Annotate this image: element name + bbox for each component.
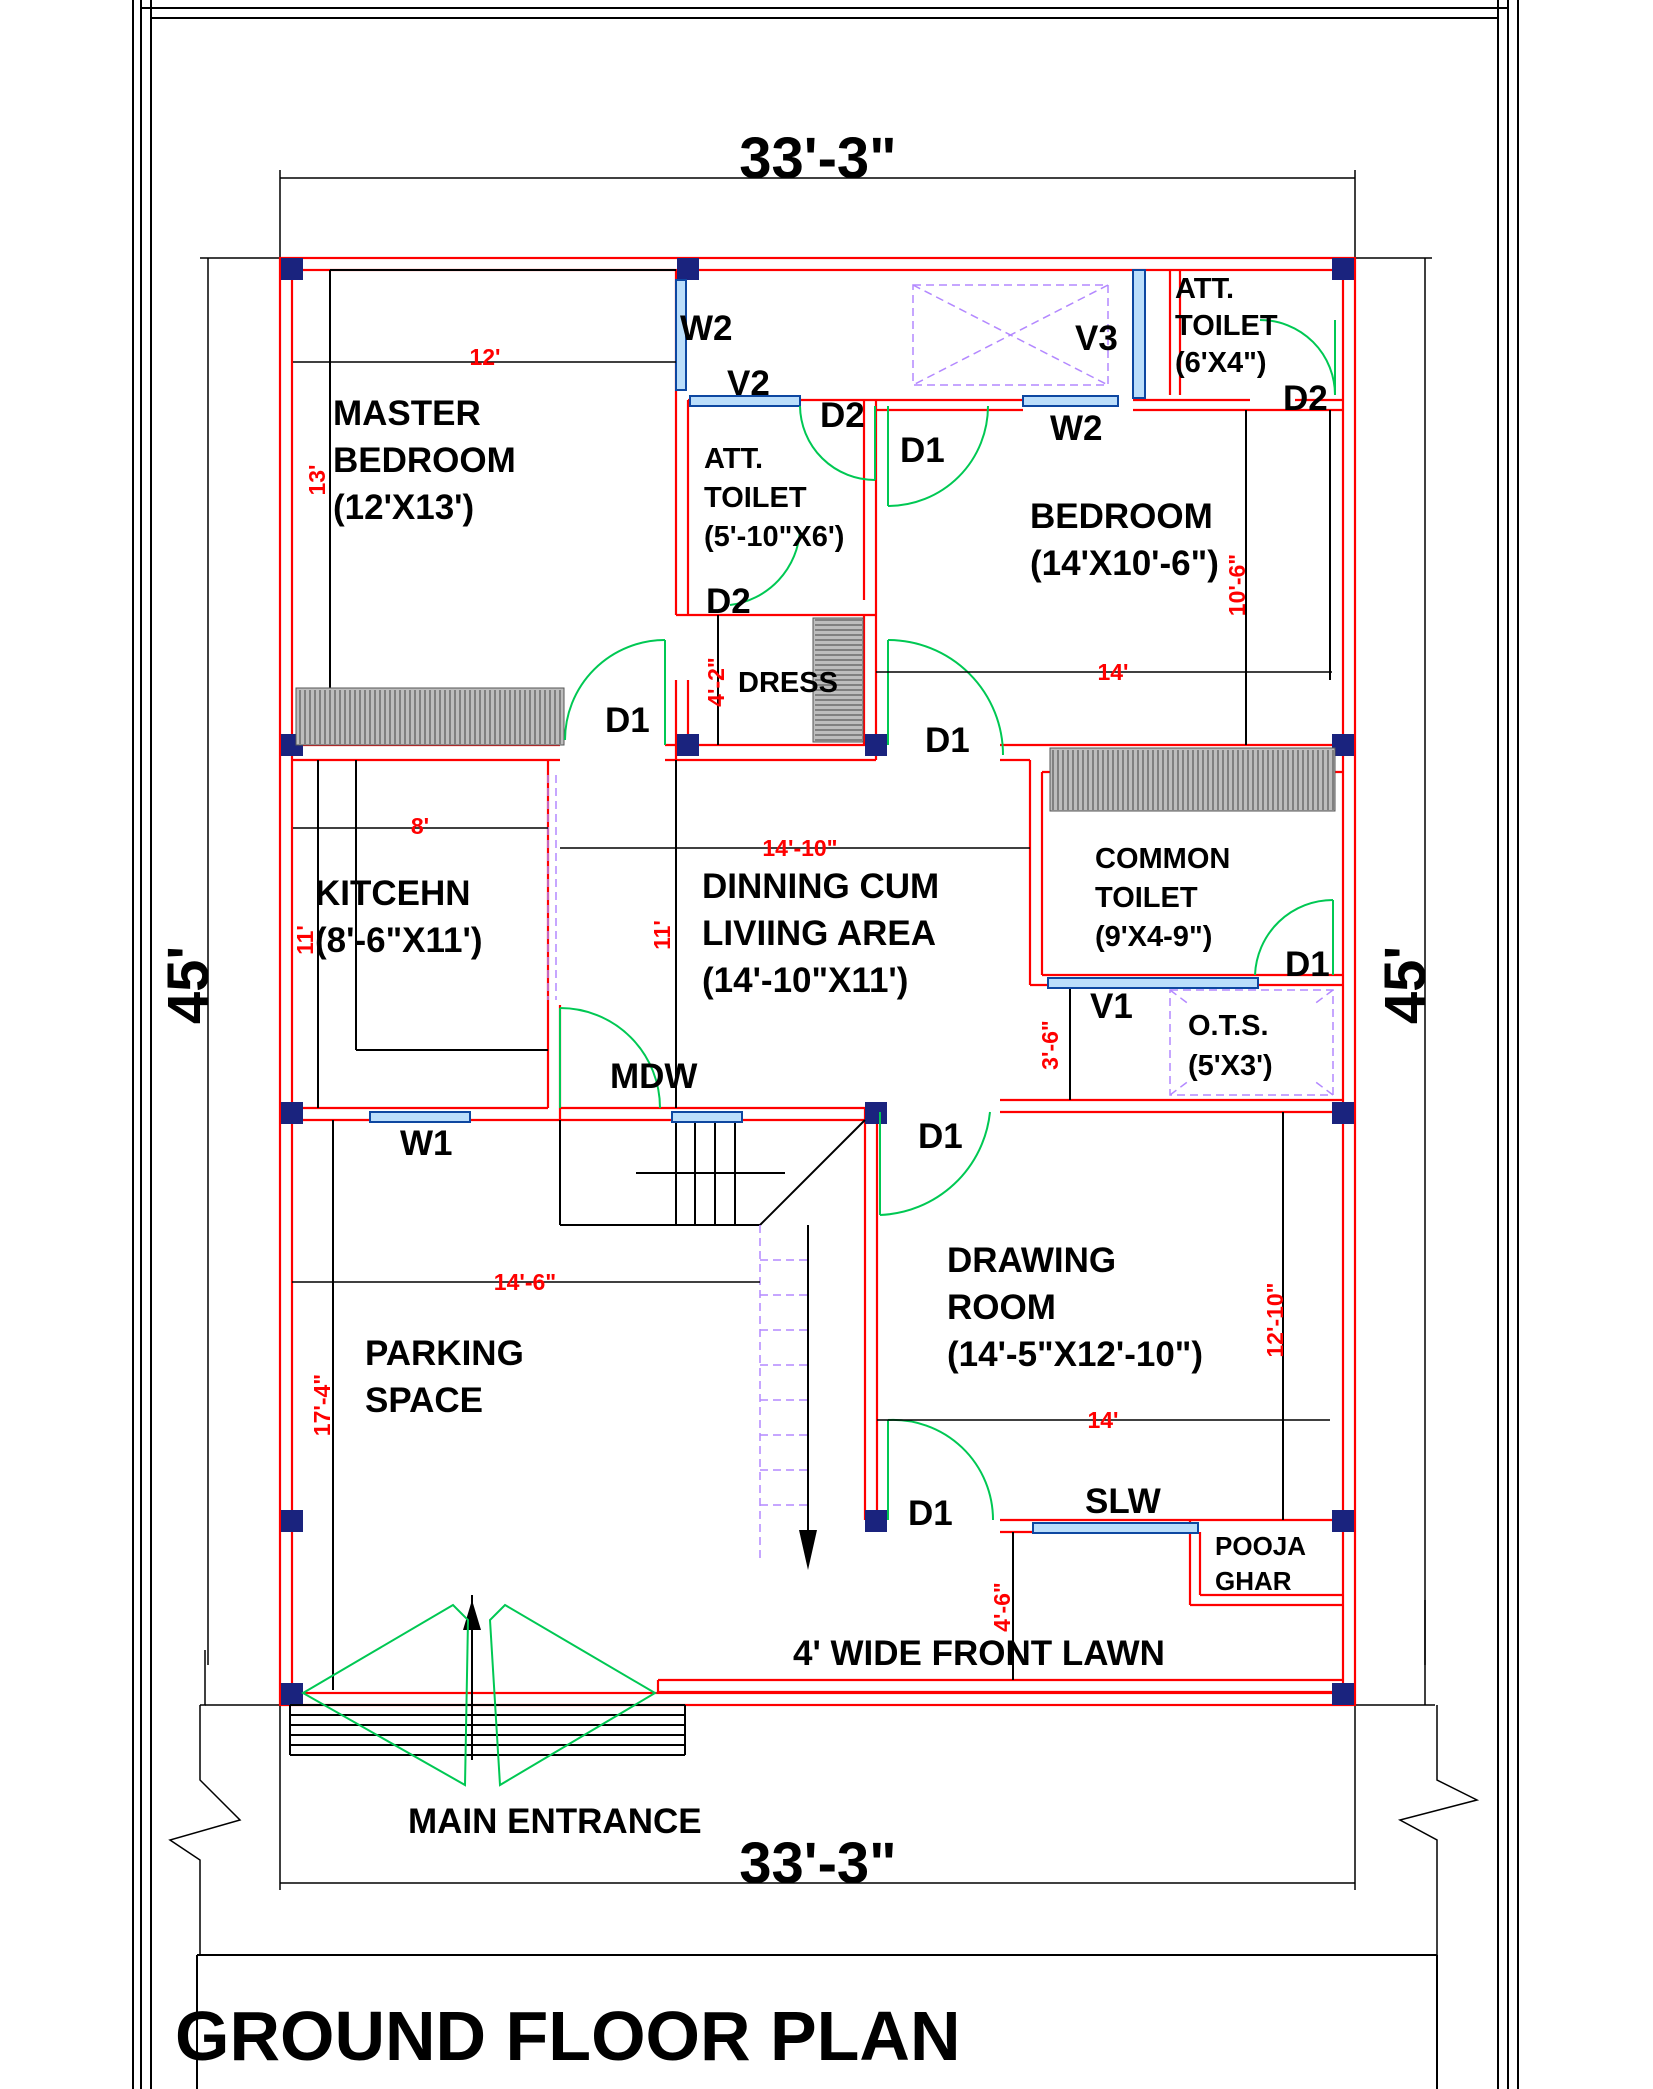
sheet-border (132, 0, 1519, 2089)
room-dimension-lines (292, 361, 1332, 1421)
drawing-room-label-1: DRAWING (947, 1241, 1116, 1280)
att-toilet-2-label-2: TOILET (1175, 310, 1278, 342)
att-toilet-2-label-3: (6'X4") (1175, 347, 1267, 379)
door-d2-b: D2 (706, 582, 751, 621)
drawing-room-dim-w: 14' (1087, 1407, 1118, 1433)
dining-dim-w: 14'-10" (762, 835, 837, 861)
ventilator-v3: V3 (1075, 319, 1118, 358)
door-d1-c: D1 (925, 721, 970, 760)
overall-depth-left: 45' (156, 946, 221, 1024)
dining-label-2: LIVIING AREA (702, 914, 936, 953)
overall-depth-right: 45' (1373, 946, 1438, 1024)
common-toilet-label-3: (9'X4-9") (1095, 921, 1212, 953)
door-d1-b: D1 (605, 701, 650, 740)
ots-dim: 3'-6" (1037, 1020, 1063, 1070)
att-toilet-1-label-1: ATT. (704, 443, 763, 475)
dress-dim: 4'-2" (703, 657, 729, 707)
door-d2-a: D2 (820, 396, 865, 435)
overall-width-bottom: 33'-3" (739, 1831, 896, 1896)
front-lawn-label: 4' WIDE FRONT LAWN (793, 1634, 1165, 1673)
ventilator-v1: V1 (1090, 987, 1133, 1026)
window-w2-a: W2 (680, 309, 733, 348)
stair-arrow-icon (799, 1225, 817, 1570)
window-w1: W1 (400, 1124, 453, 1163)
drawing-room-dim-h: 12'-10" (1262, 1282, 1288, 1357)
columns (281, 258, 1354, 1705)
bedroom-label-2: (14'X10'-6") (1030, 544, 1219, 583)
door-d2-c: D2 (1283, 379, 1328, 418)
master-bedroom-label-3: (12'X13') (333, 488, 474, 527)
parking-dim-h: 17'-4" (309, 1374, 335, 1436)
door-d1-f: D1 (908, 1494, 953, 1533)
drawing-room-label-2: ROOM (947, 1288, 1056, 1327)
window-w2-b: W2 (1050, 409, 1103, 448)
master-bedroom-label-2: BEDROOM (333, 441, 516, 480)
pooja-label-2: GHAR (1215, 1566, 1292, 1596)
dimension-lines (168, 170, 1480, 1955)
pooja-label-1: POOJA (1215, 1531, 1306, 1561)
dining-label-3: (14'-10"X11') (702, 961, 908, 1000)
parking-dim-w: 14'-6" (494, 1269, 556, 1295)
dining-label-1: DINNING CUM (702, 867, 939, 906)
door-d1-d: D1 (1285, 945, 1330, 984)
staircase (547, 775, 808, 1560)
sliding-window-slw: SLW (1085, 1482, 1161, 1521)
dress-label: DRESS (738, 667, 838, 699)
windows (369, 269, 1259, 1534)
door-mdw: MDW (610, 1057, 697, 1096)
master-bedroom-dim-w: 12' (469, 344, 500, 370)
ots-label-2: (5'X3') (1188, 1050, 1273, 1082)
drawing-room-label-3: (14'-5"X12'-10") (947, 1335, 1203, 1374)
bedroom-label-1: BEDROOM (1030, 497, 1213, 536)
bedroom-dim-h: 10'-6" (1224, 554, 1250, 616)
front-lawn-dim: 4'-6" (989, 1582, 1015, 1632)
shaft-outlines (912, 284, 1334, 1096)
door-swings (300, 319, 1336, 1787)
common-toilet-label-1: COMMON (1095, 843, 1230, 875)
ots-label-1: O.T.S. (1188, 1010, 1269, 1042)
master-bedroom-label-1: MASTER (333, 394, 481, 433)
kitchen-label-1: KITCEHN (315, 874, 471, 913)
door-d1-e: D1 (918, 1117, 963, 1156)
kitchen-dim-h: 11' (292, 925, 318, 955)
drawing-title: GROUND FLOOR PLAN (175, 1997, 961, 2075)
main-entrance-label: MAIN ENTRANCE (408, 1802, 702, 1841)
door-d1-a: D1 (900, 431, 945, 470)
bedroom-dim-w: 14' (1097, 659, 1128, 685)
common-toilet-label-2: TOILET (1095, 882, 1198, 914)
dining-dim-h: 11' (649, 920, 675, 950)
master-bedroom-dim-h: 13' (304, 464, 330, 495)
kitchen-dim-w: 8' (411, 813, 429, 839)
att-toilet-1-label-3: (5'-10"X6') (704, 521, 844, 553)
overall-width-top: 33'-3" (739, 126, 896, 191)
att-toilet-1-label-2: TOILET (704, 482, 807, 514)
parking-label-1: PARKING (365, 1334, 524, 1373)
kitchen-label-2: (8'-6"X11') (315, 921, 482, 960)
ventilator-v2: V2 (727, 364, 770, 403)
att-toilet-2-label-1: ATT. (1175, 273, 1234, 305)
entrance-arrow-icon (463, 1600, 481, 1630)
wardrobe-hatch (299, 619, 1334, 810)
parking-label-2: SPACE (365, 1381, 483, 1420)
